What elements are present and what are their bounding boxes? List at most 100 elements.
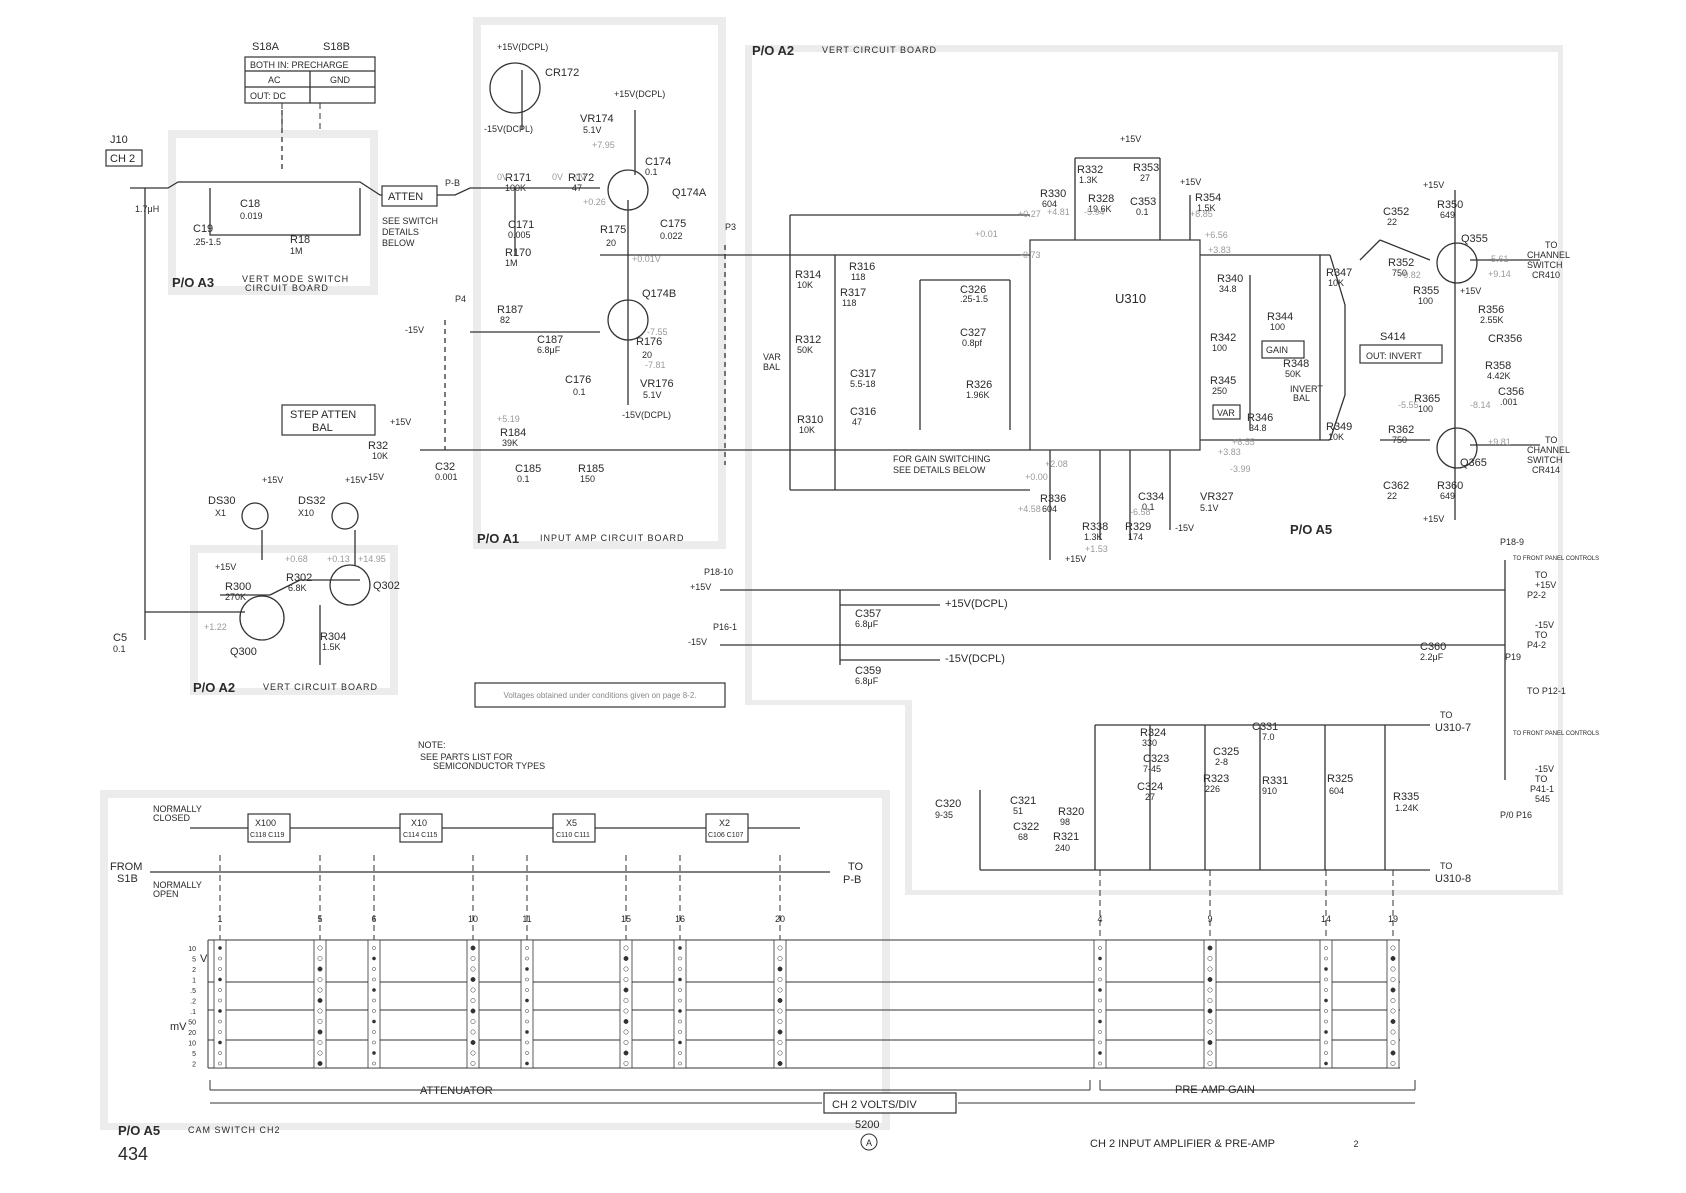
c32-label: C32 xyxy=(435,461,455,473)
cam-bar xyxy=(213,939,227,1069)
voltage-reading: -5.55 xyxy=(1398,400,1419,410)
see-switch-3: BELOW xyxy=(382,238,415,248)
out-invert-label: OUT: INVERT xyxy=(1366,351,1422,361)
c334-value: 0.1 xyxy=(1142,502,1155,512)
r314-label: R314 xyxy=(795,269,821,281)
voltage-reading: -6.58 xyxy=(1130,507,1151,517)
cam-dot xyxy=(218,1009,222,1013)
cam-dot xyxy=(317,998,323,1003)
cr172-label: CR172 xyxy=(545,67,579,79)
cam-dot xyxy=(1324,946,1328,950)
vr327-value: 5.1V xyxy=(1200,503,1219,513)
note-head: NOTE: xyxy=(418,740,446,750)
r360-label: R360 xyxy=(1437,480,1463,492)
nc-1: NORMALLY xyxy=(153,804,202,814)
invert-bal-1: INVERT xyxy=(1290,384,1323,394)
r331-value: 910 xyxy=(1262,786,1277,796)
rail-p15: +15V xyxy=(690,582,711,592)
to-u7-b: U310-7 xyxy=(1435,722,1471,734)
voltage-reading: +0.27 xyxy=(1018,209,1041,219)
r338-label: R338 xyxy=(1082,521,1108,533)
r356-supply: +15V xyxy=(1460,286,1481,296)
r170-value: 1M xyxy=(505,258,518,268)
tp22-c: P2-2 xyxy=(1527,590,1546,600)
cam-dot xyxy=(623,1019,629,1024)
cam-dot xyxy=(777,1050,783,1056)
r328-value: 19.6K xyxy=(1088,204,1112,214)
r317-label: R317 xyxy=(840,287,866,299)
cam-dot xyxy=(678,967,682,971)
cam-dot xyxy=(317,1050,323,1056)
no-2: OPEN xyxy=(153,889,179,899)
cam-dot xyxy=(372,1051,376,1055)
cam-dot xyxy=(1098,1009,1102,1013)
board-a3-name: VERT MODE SWITCH xyxy=(242,274,349,284)
var-bal-2: BAL xyxy=(763,362,780,372)
r326-value: 1.96K xyxy=(966,390,990,400)
cam-dot xyxy=(1207,1008,1213,1014)
cam-bar xyxy=(466,939,480,1069)
diagram-title: CH 2 INPUT AMPLIFIER & PRE-AMP xyxy=(1090,1138,1275,1150)
cam-row-label: 10 xyxy=(188,946,196,953)
cam-dot xyxy=(1207,998,1213,1003)
cr414-label: CR414 xyxy=(1532,465,1560,475)
cam-dot xyxy=(372,967,376,971)
c357-label: C357 xyxy=(855,608,881,620)
cam-dot xyxy=(470,1040,476,1045)
r300-supply: +15V xyxy=(215,562,236,572)
r358-label: R358 xyxy=(1485,360,1511,372)
cam-dot xyxy=(470,1061,476,1066)
cam-dot xyxy=(1390,1029,1396,1035)
r316-label: R316 xyxy=(849,261,875,273)
cam-dot xyxy=(678,1019,682,1024)
c352-value: 22 xyxy=(1387,217,1397,227)
cam-dot xyxy=(1324,1051,1328,1055)
preamp-gain-label: PRE-AMP GAIN xyxy=(1175,1084,1255,1096)
board-a5-cam-id: P/O A5 xyxy=(118,1123,160,1138)
c19-label: C19 xyxy=(193,223,213,235)
c187-value: 6.8μF xyxy=(537,345,561,355)
voltage-reading: +3.83 xyxy=(1218,447,1241,457)
board-a3-name2: CIRCUIT BOARD xyxy=(245,283,329,293)
cam-dot xyxy=(1098,967,1102,971)
c18-label: C18 xyxy=(240,198,260,210)
r354-supply: +15V xyxy=(1180,177,1201,187)
voltage-reading: +0.68 xyxy=(285,554,308,564)
c32-value: 0.001 xyxy=(435,472,458,482)
cam-bar xyxy=(673,939,687,1069)
diagram-number: 2 xyxy=(1353,1139,1358,1149)
c317-value: 5.5-18 xyxy=(850,379,876,389)
cam-dot xyxy=(1098,988,1102,992)
m15-dcpl-out: -15V(DCPL) xyxy=(945,653,1005,665)
cam-dot xyxy=(1390,998,1396,1003)
cam-dot xyxy=(1098,1040,1102,1045)
r338-value: 1.3K xyxy=(1084,532,1103,542)
c174-label: C174 xyxy=(645,156,671,168)
cam-dot xyxy=(525,998,529,1003)
cam-dot xyxy=(777,945,783,951)
r353-label: R353 xyxy=(1133,162,1159,174)
voltage-reading: +7.95 xyxy=(592,140,615,150)
voltage-reading: +8.85 xyxy=(1190,209,1213,219)
c171-value: 0.005 xyxy=(508,230,531,240)
cam-dot xyxy=(470,956,476,961)
r176-value: 20 xyxy=(642,350,652,360)
cam-dot xyxy=(525,988,529,992)
c327-label: C327 xyxy=(960,327,986,339)
cam-bar xyxy=(619,939,633,1069)
cam-dot xyxy=(372,977,376,982)
cam-dot xyxy=(1207,956,1213,961)
cam-bar xyxy=(1386,939,1400,1069)
c362-label: C362 xyxy=(1383,480,1409,492)
cam-dot xyxy=(218,967,222,971)
voltage-reading: +4.81 xyxy=(1047,207,1070,217)
r346-label: R346 xyxy=(1247,412,1273,424)
cam-row-label: 5 xyxy=(192,1051,196,1058)
r352-value: 750 xyxy=(1392,268,1407,278)
p16-label: P/0 P16 xyxy=(1500,810,1532,820)
cam-dot xyxy=(317,1029,323,1035)
r348-label: R348 xyxy=(1283,358,1309,370)
v-unit-label: V xyxy=(200,953,208,965)
r321-label: R321 xyxy=(1053,831,1079,843)
ch2-input-label: CH 2 xyxy=(110,153,135,165)
